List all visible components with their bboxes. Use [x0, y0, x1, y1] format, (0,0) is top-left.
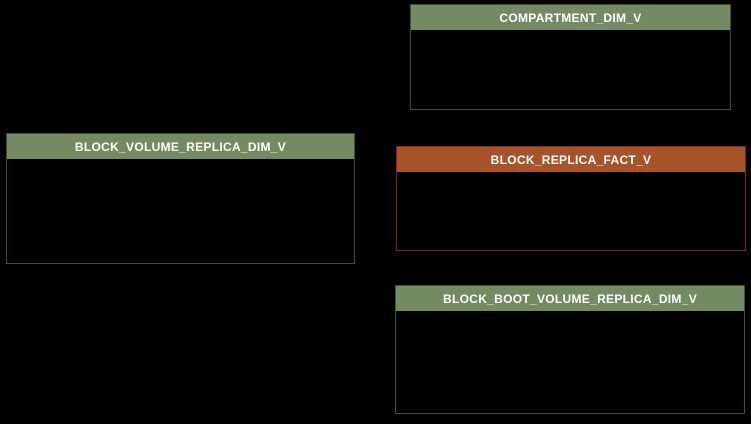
entity-block-boot-volume-replica-dim-v[interactable]: BLOCK_BOOT_VOLUME_REPLICA_DIM_V [395, 285, 745, 414]
entity-compartment-dim-v[interactable]: COMPARTMENT_DIM_V [410, 4, 731, 110]
entity-header[interactable]: BLOCK_REPLICA_FACT_V [397, 147, 745, 172]
entity-title: COMPARTMENT_DIM_V [499, 10, 642, 25]
entity-title: BLOCK_REPLICA_FACT_V [490, 152, 652, 167]
entity-body [397, 172, 745, 250]
entity-header[interactable]: BLOCK_VOLUME_REPLICA_DIM_V [7, 134, 354, 159]
entity-header[interactable]: COMPARTMENT_DIM_V [411, 5, 730, 30]
entity-body [7, 159, 354, 263]
entity-block-volume-replica-dim-v[interactable]: BLOCK_VOLUME_REPLICA_DIM_V [6, 133, 355, 264]
entity-title: BLOCK_VOLUME_REPLICA_DIM_V [74, 139, 287, 154]
entity-body [411, 30, 730, 109]
entity-body [396, 311, 744, 413]
entity-block-replica-fact-v[interactable]: BLOCK_REPLICA_FACT_V [396, 146, 746, 251]
entity-title: BLOCK_BOOT_VOLUME_REPLICA_DIM_V [443, 291, 697, 306]
entity-header[interactable]: BLOCK_BOOT_VOLUME_REPLICA_DIM_V [396, 286, 744, 311]
